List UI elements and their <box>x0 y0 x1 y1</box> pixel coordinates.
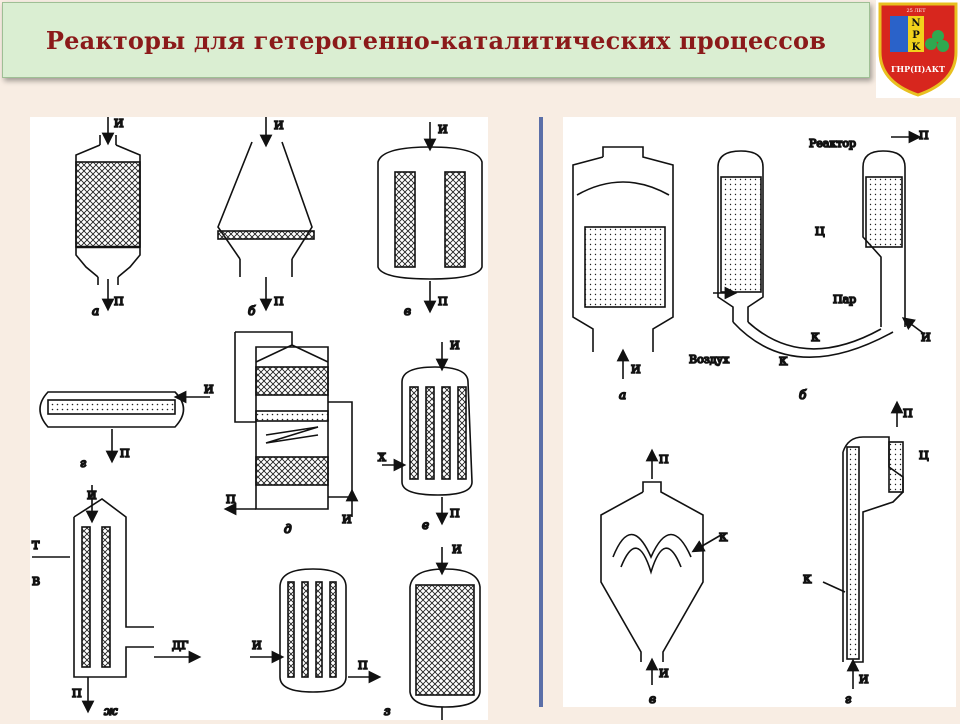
reactor-z-input2-label: И <box>452 543 462 556</box>
fluidized-reactor-g <box>822 400 904 689</box>
fluid-v-input-label: И <box>659 667 669 680</box>
reactor-v-radial <box>377 122 483 314</box>
fluid-v-k-label: К <box>719 531 728 544</box>
fluid-b-steam-label: Пар <box>833 293 856 306</box>
logo-letter-p: P <box>912 30 920 41</box>
reactor-z-u-tube <box>250 568 382 693</box>
fluid-b-reactor-label: Реактор <box>809 137 856 150</box>
reactor-zh-input-label: И <box>87 489 97 502</box>
reactor-e-output-label: П <box>450 507 460 520</box>
reactor-d-caption: д <box>284 522 292 536</box>
logo-letter-k: K <box>912 42 921 53</box>
logo-caption: ГНР(П)АКТ <box>891 64 945 74</box>
reactor-a-input-label: И <box>114 117 124 130</box>
page-title: Реакторы для гетерогенно-каталитических … <box>45 25 827 55</box>
title-banner: Реакторы для гетерогенно-каталитических … <box>2 2 870 78</box>
fluid-a-input-label: И <box>631 363 641 376</box>
left-diagram-panel: И П а И П б И П в <box>30 116 488 720</box>
reactor-z-output1-label: П <box>358 659 368 672</box>
reactor-e-input-label: И <box>450 339 460 352</box>
reactor-d-output-label: П <box>226 493 236 506</box>
fluid-a-caption: а <box>619 388 626 402</box>
reactor-a-output-label: П <box>114 295 124 308</box>
logo-shield-icon: 25 ЛЕТ N P K ГНР(П)АКТ <box>878 2 958 97</box>
reactor-d-multishelf <box>223 331 359 517</box>
fluid-b-air-label: Воздух <box>689 353 730 366</box>
reactor-b-gauze <box>217 117 315 312</box>
reactor-zh-v-label: В <box>32 575 40 588</box>
reactor-z-fluid-bed <box>409 547 481 720</box>
reactor-d-input-label: И <box>342 513 352 526</box>
reactor-zh-dg-label: ДГ <box>172 639 188 652</box>
fluidized-reactor-b <box>713 130 924 358</box>
reactor-z-caption: з <box>384 704 391 718</box>
fluid-v-output-label: П <box>659 453 669 466</box>
reactor-zh-heat-exchange <box>32 485 202 714</box>
fluid-v-caption: в <box>649 692 656 706</box>
right-diagram-panel: И а П Реактор Ц Пар К К Воздух И б <box>563 117 956 707</box>
reactor-b-caption: б <box>248 304 256 318</box>
reactor-zh-output-label: П <box>72 687 82 700</box>
fluid-g-caption: г <box>845 692 851 706</box>
reactor-a-caption: а <box>92 304 99 318</box>
reactor-v-caption: в <box>404 304 411 318</box>
reactor-zh-t-label: Т <box>32 539 40 552</box>
reactor-e-tubular <box>382 342 473 526</box>
reactor-g-input-label: И <box>204 383 214 396</box>
reactor-e-caption: е <box>422 518 429 532</box>
fluid-g-k-label: К <box>803 573 812 586</box>
fluid-b-k2-label: К <box>779 355 788 368</box>
reactor-g-output-label: П <box>120 447 130 460</box>
reactor-zh-caption: ж <box>104 704 118 718</box>
left-reactors-diagram: И П а И П б И П в <box>31 116 483 720</box>
reactor-v-output-label: П <box>438 295 448 308</box>
reactor-z-input1-label: И <box>252 639 262 652</box>
reactor-e-coolant-label: Х <box>378 451 386 464</box>
fluidized-reactor-a <box>572 146 674 379</box>
logo-top-text: 25 ЛЕТ <box>906 8 926 14</box>
fluid-b-cyclone-label: Ц <box>815 225 825 238</box>
reactor-b-output-label: П <box>274 295 284 308</box>
fluid-g-output-label: П <box>903 407 913 420</box>
right-reactors-diagram: И а П Реактор Ц Пар К К Воздух И б <box>572 128 931 707</box>
reactor-a-adiabatic <box>75 117 141 312</box>
fluid-g-input-label: И <box>859 673 869 686</box>
reactor-b-input-label: И <box>274 119 284 132</box>
fluid-g-cyclone-label: Ц <box>919 449 929 462</box>
reactor-v-input-label: И <box>438 123 448 136</box>
fluidized-reactor-v <box>600 448 722 685</box>
fluid-b-output-label: П <box>919 129 929 142</box>
logo: 25 ЛЕТ N P K ГНР(П)АКТ <box>876 0 960 98</box>
panel-divider <box>539 117 543 707</box>
logo-letter-n: N <box>911 18 920 29</box>
fluid-b-k1-label: К <box>811 331 820 344</box>
reactor-g-horizontal <box>39 390 210 464</box>
fluid-b-caption: б <box>799 388 807 402</box>
fluid-b-input-label: И <box>921 331 931 344</box>
reactor-g-caption: г <box>80 456 86 470</box>
